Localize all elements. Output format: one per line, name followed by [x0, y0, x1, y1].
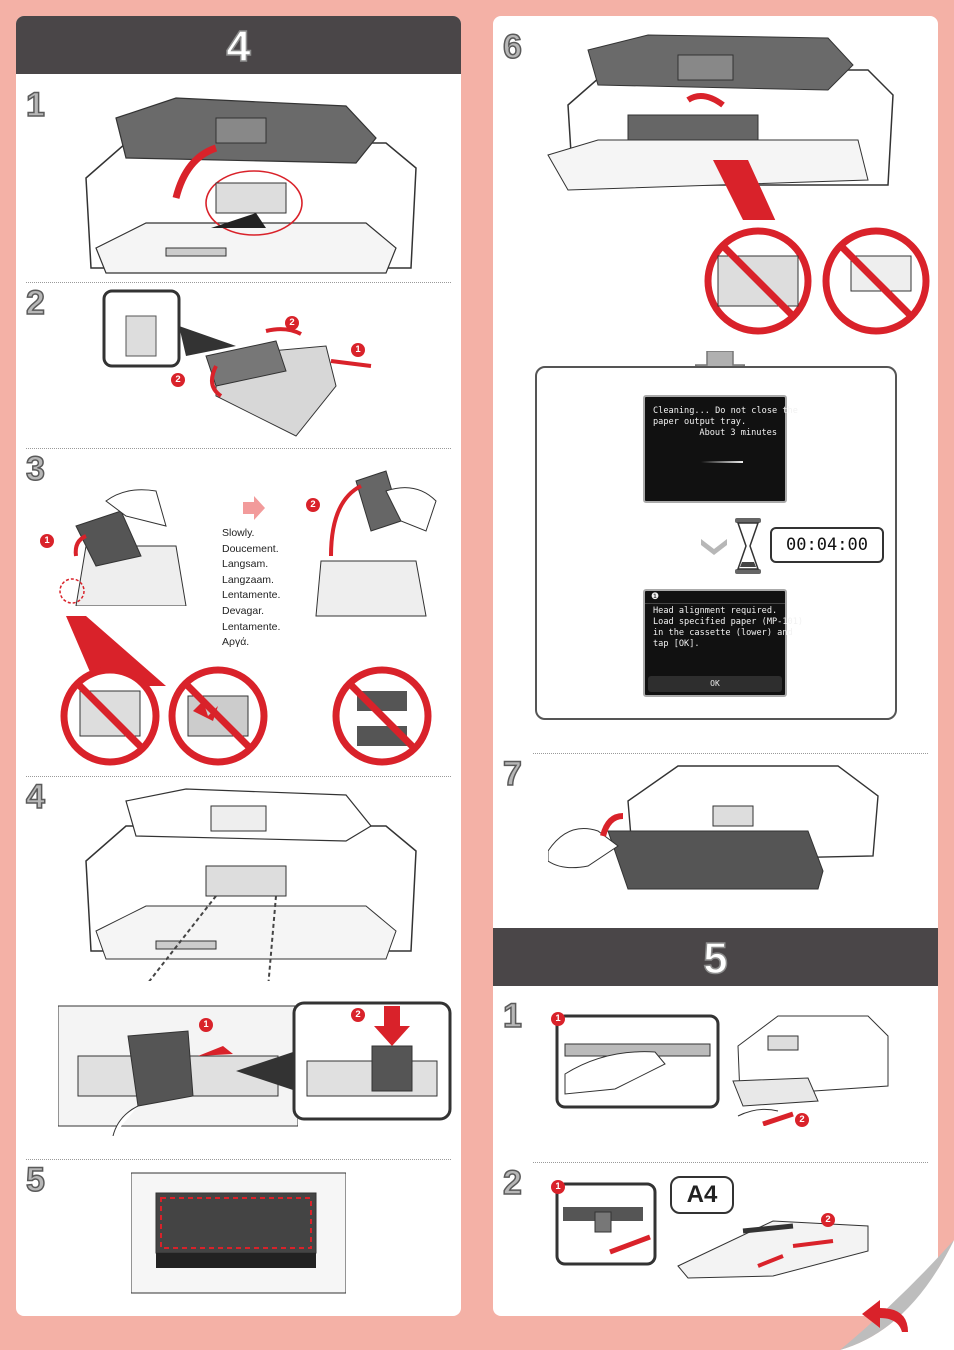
divider [26, 1159, 451, 1160]
slowly-fr: Doucement. [222, 542, 279, 555]
callout-1: 1 [40, 534, 54, 548]
divider [26, 282, 451, 283]
slowly-pt: Devagar. [222, 604, 265, 617]
printer-close-cover-illustration [547, 34, 894, 220]
right-panel: 6 Cleaning... Do not close the paper out… [493, 16, 938, 1316]
step-4-number: 4 [25, 778, 45, 816]
callout-1: 1 [351, 343, 365, 357]
cap-removed-illustration [315, 470, 437, 617]
pointer-wedge [66, 616, 166, 686]
right-arrow-icon [243, 496, 265, 520]
callout-1: 1 [199, 1018, 213, 1032]
ink-installed-check-illustration [131, 1172, 346, 1294]
ink-lock-zoom-illustration [292, 1001, 452, 1121]
lcd-line: in the cassette (lower) and [653, 628, 793, 638]
step-3-number: 3 [25, 450, 45, 488]
step-1-number: 1 [25, 86, 45, 124]
page-curl-decoration [840, 1240, 954, 1350]
lcd-line: tap [OK]. [653, 639, 700, 649]
section-4-banner: 4 [16, 16, 461, 74]
slowly-text-list: Slowly. Doucement. Langsam. Langzaam. Le… [222, 526, 280, 651]
printer-open-illustration [85, 97, 417, 274]
progress-bar [701, 461, 743, 463]
paper-guide-zoom-illustration [555, 1182, 657, 1266]
ok-button[interactable]: OK [648, 676, 782, 692]
cassette-tray-illustration [677, 1220, 869, 1279]
lcd-line: Cleaning... Do not close the [653, 406, 798, 416]
slowly-el: Αργά. [222, 636, 250, 649]
do-not-touch-icon [60, 666, 160, 766]
do-not-open-icon [704, 227, 812, 335]
divider [533, 753, 928, 754]
callout-2: 2 [795, 1113, 809, 1127]
callout-2: 2 [285, 316, 299, 330]
lcd-cleaning-screen: Cleaning... Do not close the paper outpu… [643, 395, 798, 503]
hourglass-icon [735, 518, 761, 574]
step-6-number: 6 [502, 28, 522, 66]
step-7-number: 7 [502, 755, 522, 793]
left-panel: 4 1 2 2 1 2 3 1 Slo [16, 16, 461, 1316]
cassette-pull-zoom-illustration [555, 1014, 720, 1109]
lcd-line: About 3 minutes [699, 428, 777, 438]
callout-2: 2 [821, 1213, 835, 1227]
step-5-number: 5 [25, 1161, 45, 1199]
return-arrow-icon[interactable] [858, 1298, 912, 1334]
callout-2: 2 [351, 1008, 365, 1022]
ink-tank-unwrap-illustration [102, 289, 372, 437]
step-2-number: 2 [502, 1164, 522, 1202]
callout-1: 1 [551, 1012, 565, 1026]
paper-size-badge: A4 [670, 1176, 734, 1214]
section-5-banner: 5 [493, 928, 938, 986]
slowly-en: Slowly. [222, 527, 255, 539]
printer-cassette-illustration [732, 1015, 889, 1126]
callout-2: 2 [171, 373, 185, 387]
slowly-nl: Langzaam. [222, 573, 274, 586]
divider [26, 776, 451, 777]
do-not-press-icon [168, 666, 268, 766]
slowly-es: Lentamente. [222, 620, 281, 633]
lcd-line: paper output tray. [653, 417, 747, 427]
chevron-down-icon [701, 539, 727, 555]
divider [533, 1162, 928, 1163]
lcd-line: Load specified paper (MP-101) [653, 617, 804, 627]
callout-1: 1 [551, 1180, 565, 1194]
section-5-number: 5 [703, 933, 729, 984]
step-2-number: 2 [25, 284, 45, 322]
divider [26, 448, 451, 449]
slowly-it: Lentamente. [222, 589, 281, 602]
do-not-touch-contacts-icon [332, 666, 432, 766]
remove-cap-illustration [59, 489, 187, 606]
section-4-number: 4 [226, 21, 252, 72]
close-output-tray-illustration [548, 765, 879, 890]
pointer-wedge [236, 1051, 296, 1091]
lcd-alignment-screen: ❶ Head alignment required. Load specifie… [643, 589, 804, 697]
countdown-timer: 00:04:00 [770, 527, 884, 563]
do-not-open-tray-icon [822, 227, 930, 335]
printer-install-illustration [85, 788, 417, 981]
callout-2: 2 [306, 498, 320, 512]
info-icon: ❶ [645, 591, 785, 604]
lcd-line: Head alignment required. [653, 606, 778, 616]
step-1-number: 1 [502, 997, 522, 1035]
slowly-de: Langsam. [222, 558, 269, 571]
